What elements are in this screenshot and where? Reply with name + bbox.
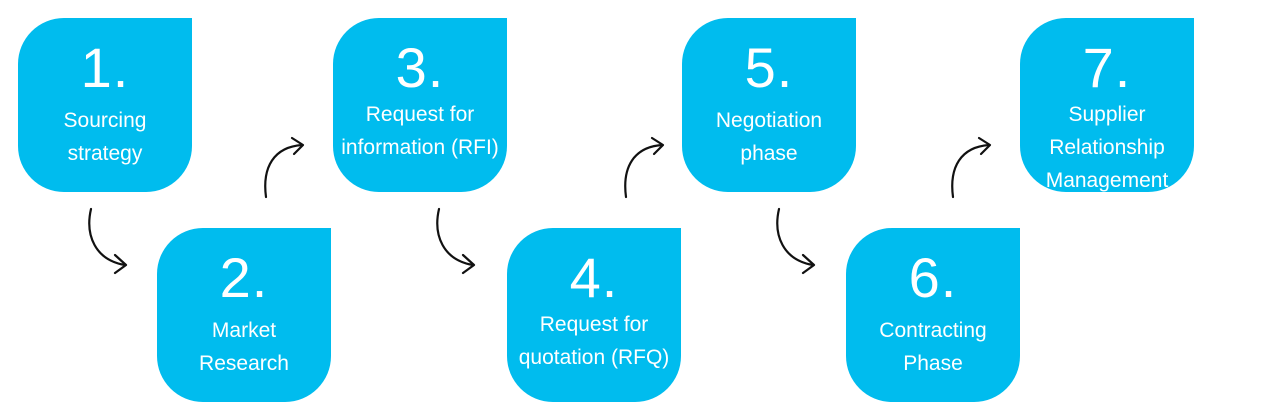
step-5-number: 5.	[744, 36, 794, 99]
step-1-box: 1. Sourcing strategy	[18, 18, 192, 192]
step-7-number: 7.	[1082, 36, 1132, 99]
step-4-number: 4.	[569, 246, 619, 309]
curved-arrow-icon-6-to-7	[951, 136, 992, 199]
step-6-label: Contracting Phase	[879, 319, 987, 375]
step-7-label: Supplier Relationship Management	[1045, 103, 1169, 192]
step-5-box: 5. Negotiation phase	[682, 18, 856, 192]
step-3-label: Request for information (RFI)	[341, 103, 499, 159]
curved-arrow-icon-3-to-4	[436, 207, 476, 275]
step-4-box: 4. Request for quotation (RFQ)	[507, 228, 681, 402]
step-6-box: 6. Contracting Phase	[846, 228, 1020, 402]
step-1-number: 1.	[80, 36, 130, 99]
curved-arrow-icon-2-to-3	[264, 136, 305, 199]
curved-arrow-icon-4-to-5	[624, 136, 665, 199]
step-4-label: Request for quotation (RFQ)	[518, 313, 670, 369]
step-7-box: 7. Supplier Relationship Management	[1020, 18, 1194, 192]
curved-arrow-icon-1-to-2	[88, 207, 128, 275]
step-2-box: 2. Market Research	[157, 228, 331, 402]
step-3-box: 3. Request for information (RFI)	[333, 18, 507, 192]
step-6-number: 6.	[908, 246, 958, 309]
step-5-label: Negotiation phase	[715, 109, 823, 165]
step-2-label: Market Research	[199, 319, 289, 375]
step-2-number: 2.	[219, 246, 269, 309]
step-1-label: Sourcing strategy	[63, 109, 147, 165]
curved-arrow-icon-5-to-6	[776, 207, 816, 275]
step-3-number: 3.	[395, 36, 445, 99]
